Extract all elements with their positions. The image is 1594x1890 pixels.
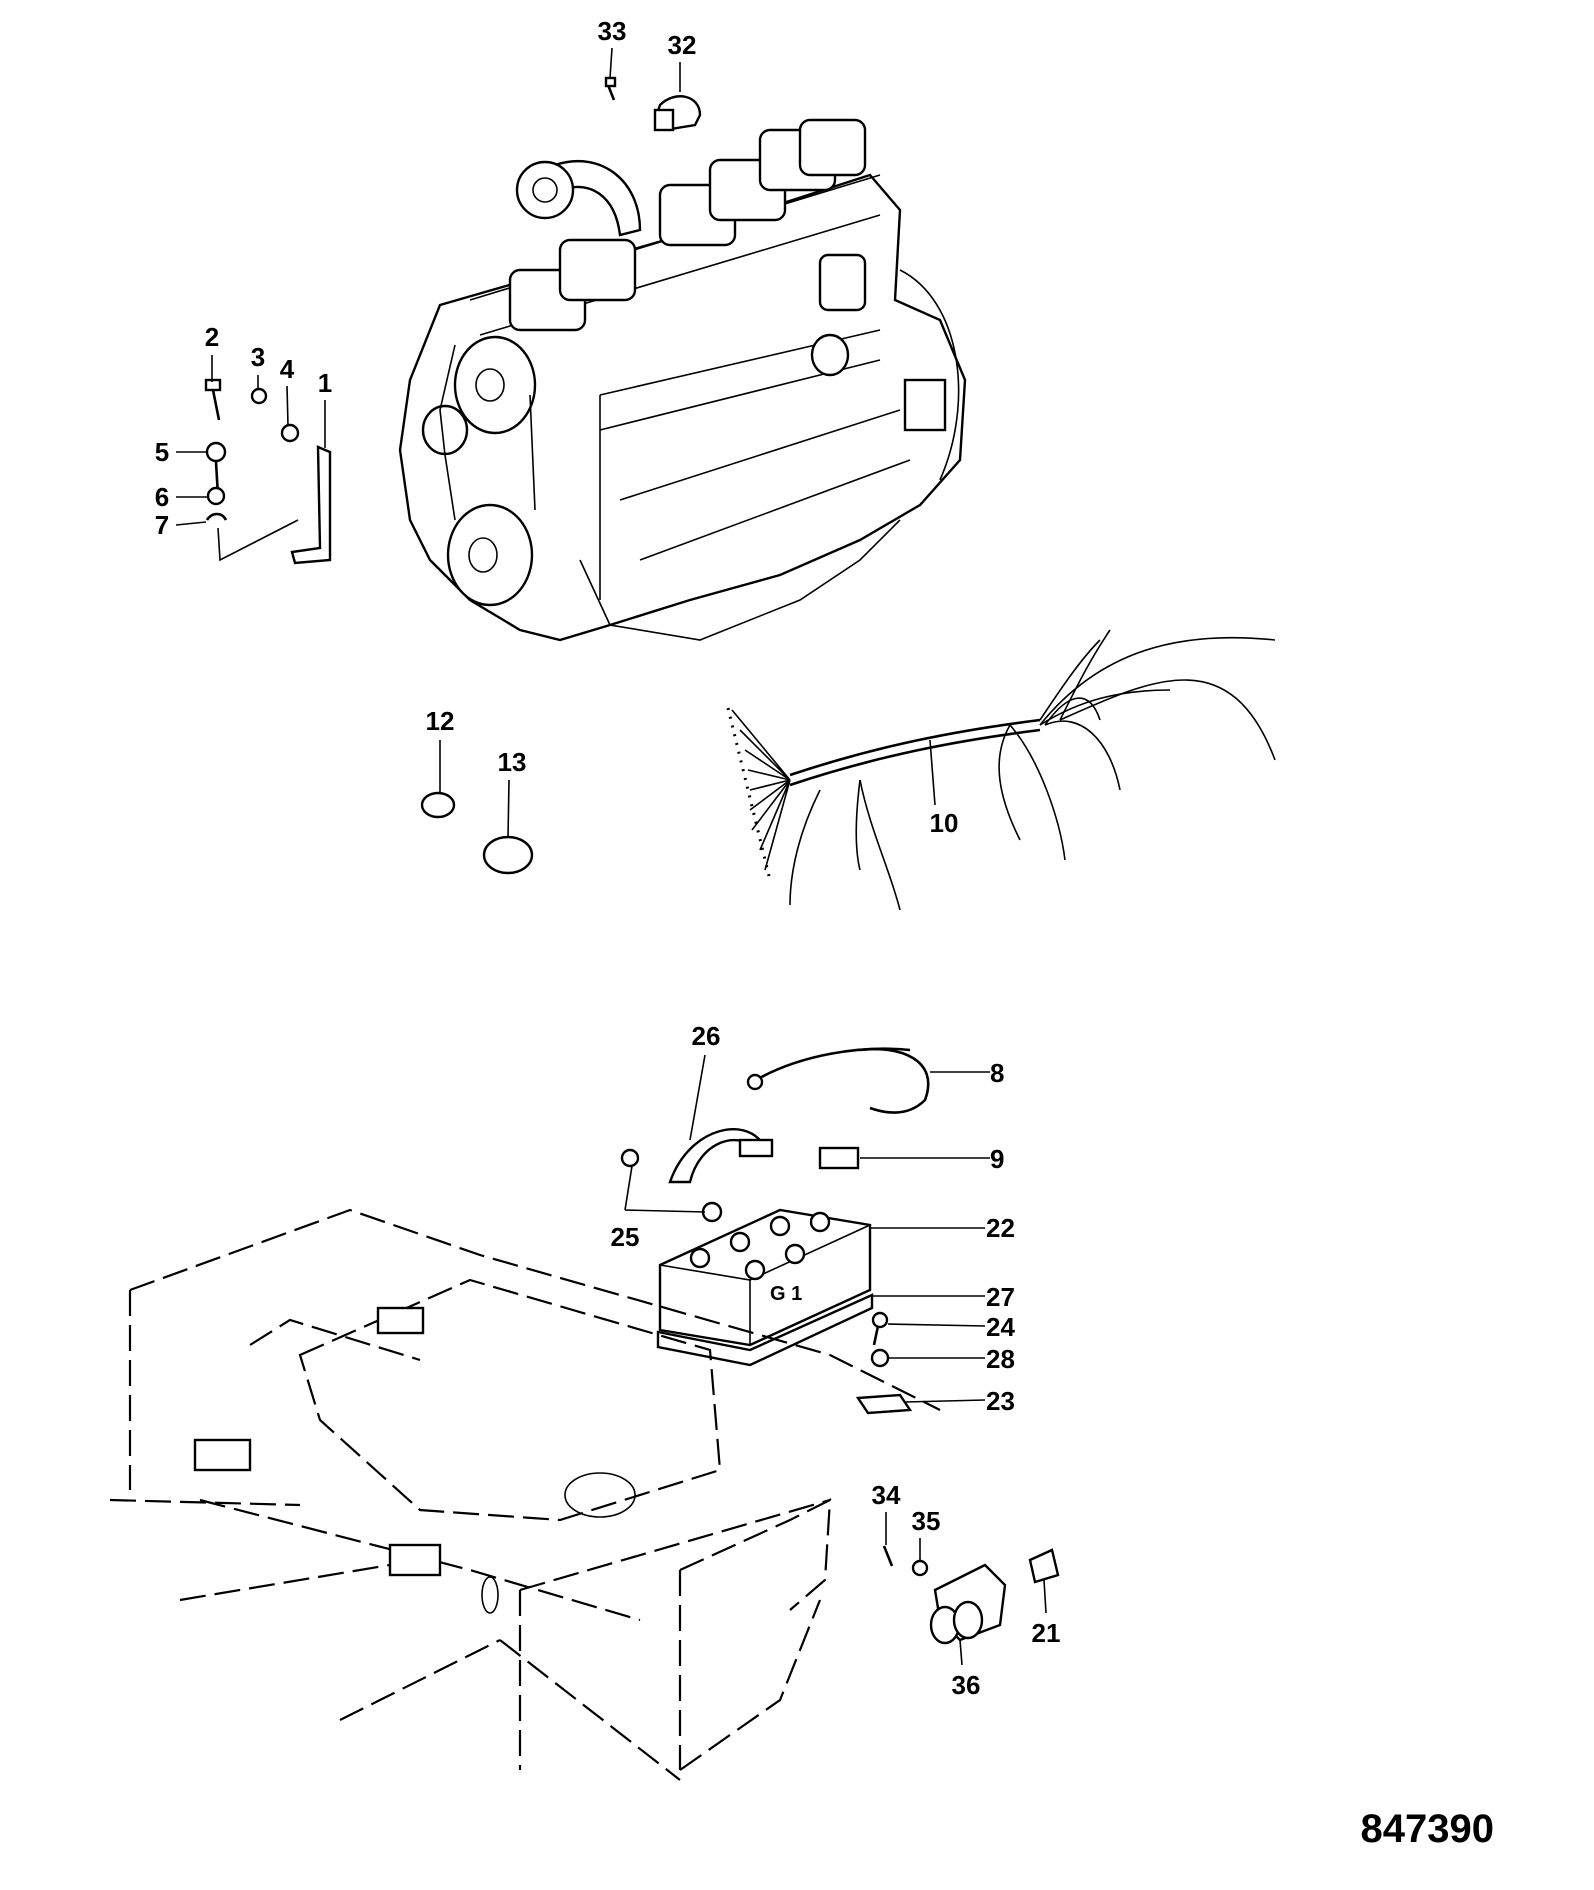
callout-21: 21 (1032, 1618, 1061, 1648)
engine-block (398, 118, 967, 642)
callout-23: 23 (986, 1386, 1015, 1416)
relay-and-switch (882, 1545, 1060, 1645)
callout-25: 25 (611, 1222, 640, 1252)
callout-labels: 2 3 4 1 5 6 7 33 32 12 13 10 26 8 9 25 2… (155, 16, 1061, 1700)
callout-7: 7 (155, 510, 169, 540)
callout-28: 28 (986, 1344, 1015, 1374)
callout-24: 24 (986, 1312, 1015, 1342)
clamp-32-33 (604, 76, 702, 132)
callout-9: 9 (990, 1144, 1004, 1174)
wiring-harness (726, 629, 1276, 911)
callout-27: 27 (986, 1282, 1015, 1312)
callout-32: 32 (668, 30, 697, 60)
callout-26: 26 (692, 1021, 721, 1051)
battery-marking: G 1 (770, 1283, 802, 1305)
figure-number: 847390 (1361, 1807, 1494, 1851)
callout-6: 6 (155, 482, 169, 512)
bracket-hardware (204, 378, 332, 565)
battery-hold-down (620, 1128, 774, 1223)
callout-3: 3 (251, 342, 265, 372)
battery-cables (746, 1047, 930, 1170)
callout-8: 8 (990, 1058, 1004, 1088)
callout-2: 2 (205, 322, 219, 352)
callout-22: 22 (986, 1213, 1015, 1243)
mounting-frame (109, 1208, 941, 1781)
callout-10: 10 (930, 808, 959, 838)
callout-5: 5 (155, 437, 169, 467)
leader-lines (175, 47, 1047, 1666)
battery: G 1 (656, 1208, 874, 1367)
callout-1: 1 (318, 368, 332, 398)
callout-4: 4 (280, 354, 295, 384)
callout-36: 36 (952, 1670, 981, 1700)
callout-12: 12 (426, 706, 455, 736)
hose-clamps (420, 791, 534, 875)
callout-35: 35 (912, 1506, 941, 1536)
callout-34: 34 (872, 1480, 901, 1510)
battery-fasteners (855, 1311, 913, 1415)
callout-33: 33 (598, 16, 627, 46)
callout-13: 13 (498, 747, 527, 777)
